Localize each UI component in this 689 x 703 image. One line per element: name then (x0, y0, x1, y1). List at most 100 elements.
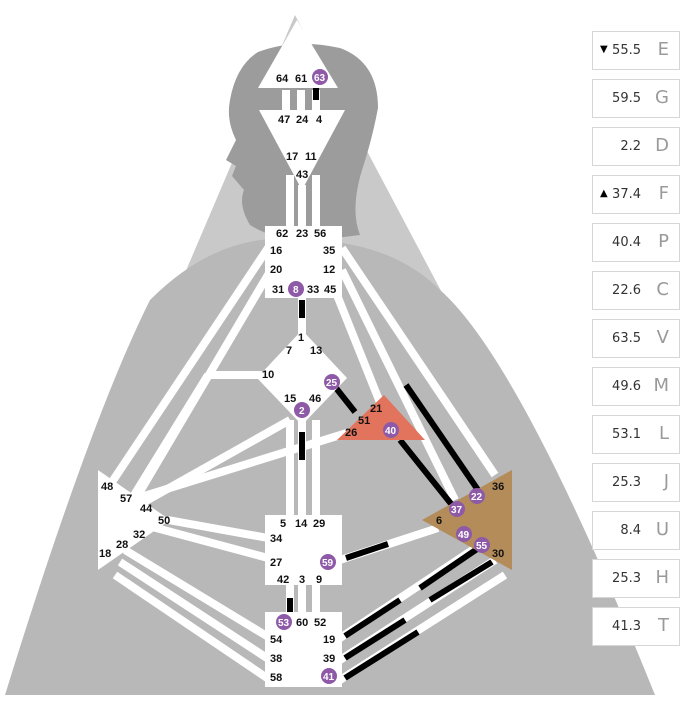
panel-row[interactable]: 40.4 P (592, 223, 680, 262)
gate-32: 32 (133, 529, 145, 541)
panel-value: 55.5 (612, 43, 641, 58)
gate-34: 34 (270, 533, 283, 545)
spleen-center (98, 470, 170, 570)
gate-54: 54 (270, 634, 283, 646)
gate-7: 7 (286, 345, 292, 357)
gate-64: 64 (276, 73, 289, 85)
gate-35: 35 (323, 245, 335, 257)
panel-value: 53.1 (612, 427, 641, 442)
gate-4: 4 (316, 114, 323, 126)
gate-48: 48 (101, 481, 113, 493)
gate-44: 44 (140, 503, 153, 515)
gate-20: 20 (270, 264, 282, 276)
gate-9: 9 (316, 574, 322, 586)
gate-16: 16 (270, 245, 282, 257)
panel-letter: G (655, 87, 669, 108)
ajna-center (259, 110, 345, 190)
gate-52: 52 (314, 617, 326, 629)
gate-61: 61 (295, 73, 307, 85)
sacral-center (265, 515, 342, 585)
gate-31: 31 (272, 284, 284, 296)
gate-62: 62 (276, 228, 288, 240)
gate-45: 45 (324, 284, 336, 296)
gate-10: 10 (262, 369, 274, 381)
gate-37: 37 (451, 505, 463, 516)
panel-letter: C (656, 279, 669, 300)
gate-26: 26 (345, 427, 357, 439)
arrow-icon: ▼ (600, 44, 608, 55)
panel-value: 2.2 (620, 139, 641, 154)
activation-circles (276, 69, 490, 684)
panel-row[interactable]: 41.3 T (592, 607, 680, 646)
gate-36: 36 (492, 481, 504, 493)
gate-40: 40 (385, 426, 397, 437)
panel-letter: P (658, 231, 669, 252)
gate-27: 27 (270, 557, 282, 569)
gate-55: 55 (476, 541, 488, 552)
gate-63: 63 (314, 73, 326, 84)
panel-row[interactable]: 22.6 C (592, 271, 680, 310)
gate-5: 5 (280, 518, 286, 530)
panel-letter: F (658, 183, 669, 204)
gate-53: 53 (278, 618, 290, 629)
gate-13: 13 (310, 345, 322, 357)
panel-letter: H (655, 567, 669, 588)
gate-41: 41 (323, 672, 335, 683)
gate-15: 15 (284, 393, 296, 405)
gate-56: 56 (314, 228, 326, 240)
gate-33: 33 (307, 284, 319, 296)
panel-value: 40.4 (612, 235, 641, 250)
gate-46: 46 (309, 393, 321, 405)
g-center (257, 330, 347, 425)
gate-57: 57 (120, 493, 132, 505)
gate-30: 30 (492, 548, 504, 560)
gate-19: 19 (323, 634, 335, 646)
gate-8: 8 (293, 285, 299, 296)
gate-39: 39 (323, 653, 335, 665)
channels (104, 90, 508, 684)
panel-letter: V (656, 327, 669, 348)
gate-47: 47 (278, 114, 290, 126)
throat-center (265, 226, 342, 298)
panel-row[interactable]: ▼ 55.5 E (592, 31, 680, 70)
panel-value: 41.3 (612, 619, 641, 634)
gate-60: 60 (296, 617, 308, 629)
panel-row[interactable]: 2.2 D (592, 127, 680, 166)
gate-14: 14 (295, 518, 308, 530)
panel-row[interactable]: 25.3 H (592, 559, 680, 598)
gate-2: 2 (299, 406, 305, 417)
panel-value: 22.6 (612, 283, 641, 298)
panel-letter: T (658, 615, 669, 636)
gate-labels: 64 61 63 47 24 4 17 11 43 62 23 56 16 35… (99, 73, 504, 684)
gate-28: 28 (116, 539, 128, 551)
heart-center (337, 395, 425, 440)
panel-letter: E (657, 39, 669, 60)
panel-row[interactable]: 53.1 L (592, 415, 680, 454)
panel-value: 25.3 (612, 571, 641, 586)
gate-59: 59 (322, 558, 334, 569)
gate-6: 6 (436, 515, 442, 527)
gate-24: 24 (296, 114, 309, 126)
panel-value: 63.5 (612, 331, 641, 346)
gate-18: 18 (99, 548, 111, 560)
panel-value: 49.6 (612, 379, 641, 394)
panel-value: 37.4 (612, 187, 641, 202)
gate-3: 3 (299, 574, 305, 586)
gate-17: 17 (286, 151, 298, 163)
panel-letter: D (655, 135, 669, 156)
gate-21: 21 (370, 403, 382, 415)
gate-38: 38 (270, 653, 282, 665)
panel-value: 8.4 (620, 523, 641, 538)
panel-row[interactable]: 63.5 V (592, 319, 680, 358)
panel-letter: J (663, 471, 669, 492)
panel-letter: L (658, 423, 669, 444)
gate-42: 42 (277, 574, 289, 586)
gate-11: 11 (305, 151, 317, 163)
gate-22: 22 (471, 492, 483, 503)
